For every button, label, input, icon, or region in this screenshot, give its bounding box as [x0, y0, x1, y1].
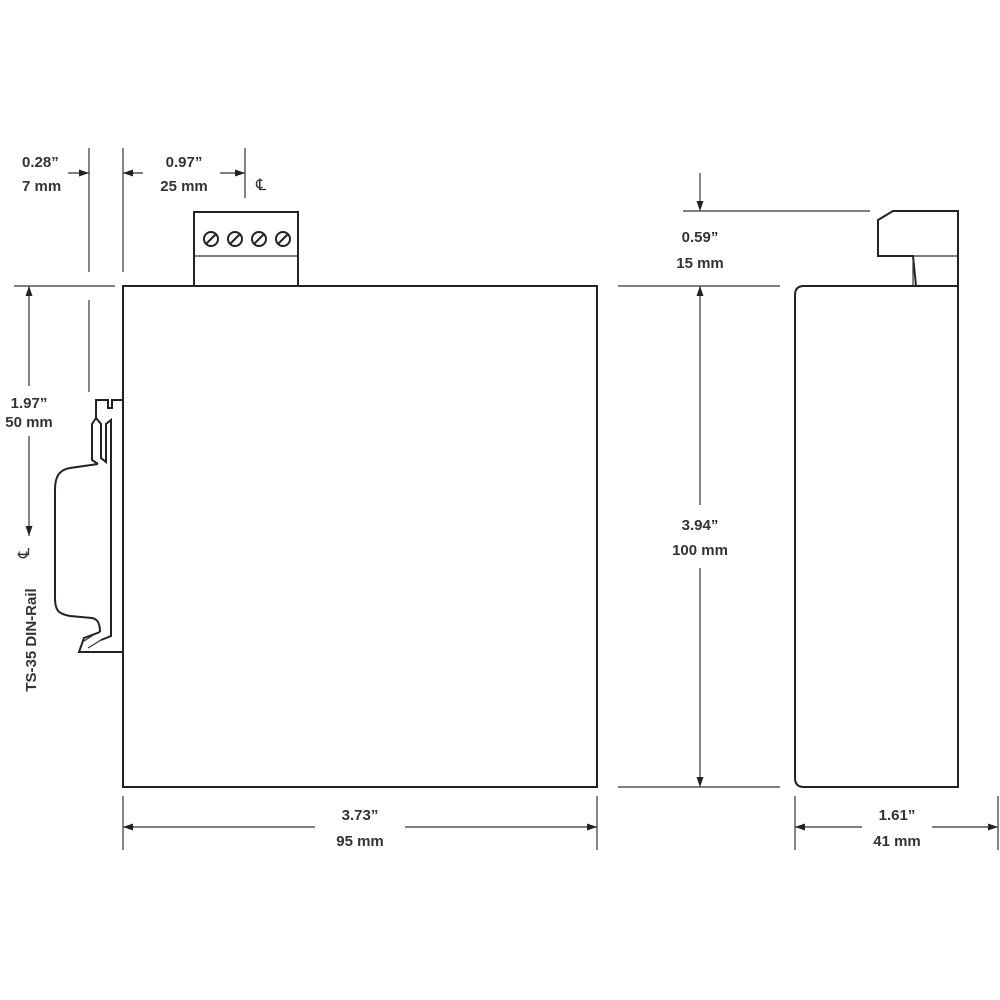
rail-centerline-symbol: ℄ — [16, 547, 33, 559]
terminal-offset-mm: 25 mm — [160, 178, 208, 195]
connector-height-mm: 15 mm — [676, 255, 724, 272]
depth-mm: 41 mm — [873, 833, 921, 850]
din-rail-clip — [54, 399, 123, 653]
terminal-screw-slot — [229, 233, 241, 245]
width-mm: 95 mm — [336, 833, 384, 850]
front-view: 0.28” 7 mm 0.97” 25 mm ℄ 1.97” 50 mm ℄ T… — [5, 148, 598, 850]
terminal-block — [193, 211, 299, 287]
terminal-screw-slot — [253, 233, 265, 245]
height-mm: 100 mm — [672, 542, 728, 559]
side-housing — [794, 285, 959, 788]
depth-inch: 1.61” — [879, 807, 916, 824]
terminal-screws — [203, 231, 291, 247]
side-connector — [877, 210, 959, 287]
terminal-centerline-symbol: ℄ — [255, 177, 267, 194]
rail-center-inch: 1.97” — [11, 395, 48, 412]
rail-offset-mm: 7 mm — [22, 178, 61, 195]
terminal-screw-slot — [277, 233, 289, 245]
width-inch: 3.73” — [342, 807, 379, 824]
rail-offset-inch: 0.28” — [22, 154, 59, 171]
terminal-offset-inch: 0.97” — [166, 154, 203, 171]
din-rail-label: TS-35 DIN-Rail — [23, 588, 40, 691]
front-housing — [122, 285, 598, 788]
din-rail — [54, 463, 101, 633]
terminal-screw-slot — [205, 233, 217, 245]
side-view: 0.59” 15 mm 3.94” 100 mm 1.61” 41 mm — [618, 173, 999, 850]
connector-height-inch: 0.59” — [682, 229, 719, 246]
height-inch: 3.94” — [682, 517, 719, 534]
rail-center-mm: 50 mm — [5, 414, 53, 431]
